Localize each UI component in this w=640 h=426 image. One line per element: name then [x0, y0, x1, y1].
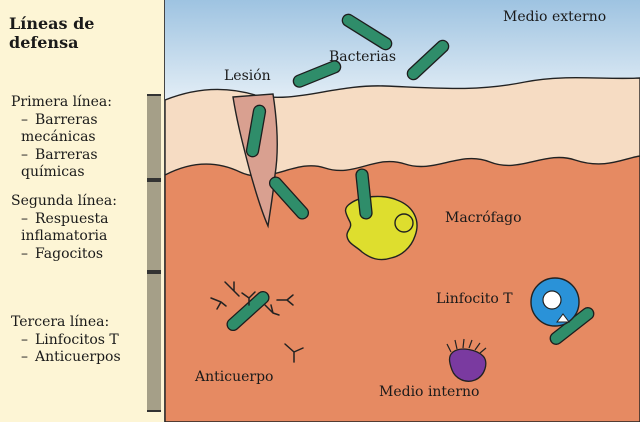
antibody-cell-body: [448, 348, 487, 382]
lymphocyte-nucleus: [542, 290, 562, 310]
section-heading: Primera línea:: [11, 94, 112, 110]
label-macrofago: Macrófago: [445, 210, 522, 226]
section-heading: Segunda línea:: [11, 193, 117, 209]
antibody-y-shapes: [210, 281, 304, 363]
antibody-cell-fringe: [446, 338, 487, 354]
label-bacterias: Bacterias: [329, 49, 397, 65]
list-item-continuation: inflamatoria: [21, 228, 108, 244]
label-anticuerpo: Anticuerpo: [195, 369, 274, 385]
dermis-layer: [164, 155, 640, 423]
lymphocyte-t-cell: [530, 277, 580, 327]
label-lesion: Lesión: [224, 68, 271, 84]
bacterium: [341, 13, 393, 51]
list-item: –Fagocitos: [21, 245, 104, 262]
label-medio-interno: Medio interno: [379, 384, 480, 400]
antibody-y-shape: [284, 343, 304, 363]
antibody-y-shape: [264, 304, 280, 316]
section-tercera-linea: Tercera línea: –Linfocitos T –Anticuerpo…: [11, 314, 121, 367]
bacterium-engulfed: [355, 168, 373, 220]
wound-cut: [232, 93, 278, 229]
legend-sidebar: Líneas de defensa Primera línea: –Barrer…: [0, 0, 165, 422]
macrophage-nucleus: [394, 213, 414, 233]
bracket-tercera-linea: [147, 272, 161, 412]
antibody-y-shape: [224, 281, 240, 297]
section-segunda-linea: Segunda línea: –Respuesta inflamatoria –…: [11, 193, 117, 263]
list-item: –Respuesta: [21, 210, 109, 227]
bacterium: [245, 104, 267, 158]
antibody-cell: [446, 338, 487, 382]
antibody-y-shape: [210, 297, 227, 310]
label-linfocito-t: Linfocito T: [436, 291, 513, 307]
antibody-y-shape: [276, 294, 294, 306]
bracket-primera-linea: [147, 94, 161, 180]
bacterium: [226, 290, 270, 332]
antibody-y-shape: [241, 291, 256, 306]
list-item: –Barreras: [21, 111, 98, 128]
bacterium: [292, 60, 342, 88]
list-item-continuation: mecánicas: [21, 129, 96, 145]
list-item: –Barreras: [21, 146, 98, 163]
bacterium: [268, 176, 310, 220]
section-primera-linea: Primera línea: –Barreras mecánicas –Barr…: [11, 94, 112, 182]
sidebar-title: Líneas de defensa: [9, 14, 95, 52]
skin-illustration: [164, 0, 640, 423]
skin-scene: Medio externo Bacterias Lesión Macrófago…: [164, 0, 640, 423]
label-medio-externo: Medio externo: [503, 9, 607, 25]
section-heading: Tercera línea:: [11, 314, 110, 330]
lymphocyte-contact-point: [556, 313, 570, 323]
bracket-segunda-linea: [147, 180, 161, 272]
bacteria-group: [226, 13, 595, 345]
list-item: –Anticuerpos: [21, 349, 121, 365]
list-item-continuation: químicas: [21, 164, 85, 180]
bacterium: [406, 39, 450, 81]
list-item: –Linfocitos T: [21, 331, 119, 348]
